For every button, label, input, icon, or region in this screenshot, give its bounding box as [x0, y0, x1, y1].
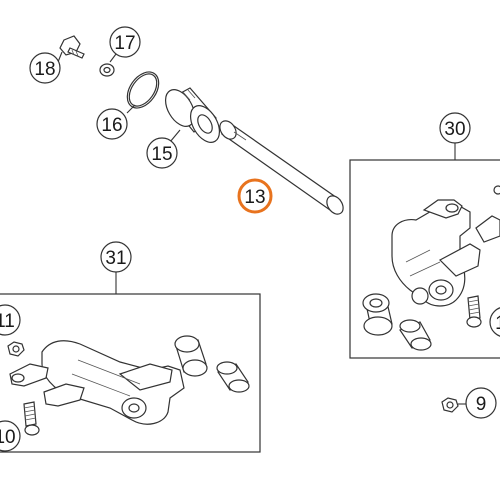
callout-31[interactable]: 31 — [100, 241, 132, 294]
callout-10-left[interactable]: 10 — [0, 420, 21, 452]
callout-9[interactable]: 9 — [458, 387, 497, 419]
callout-17-label: 17 — [114, 33, 135, 54]
callout-16[interactable]: 16 — [96, 104, 136, 140]
callout-13-label: 13 — [244, 187, 265, 208]
callout-30[interactable]: 30 — [439, 112, 471, 160]
callout-11-left-label: 11 — [0, 311, 15, 332]
part-nut-9[interactable] — [441, 397, 459, 413]
callout-15[interactable]: 15 — [146, 129, 181, 169]
part-washer-17[interactable] — [99, 63, 115, 77]
adjuster-bolt-30[interactable] — [466, 295, 482, 328]
callout-30-label: 30 — [444, 119, 465, 140]
callout-11-left[interactable]: 11 — [0, 304, 21, 336]
rocker-arm-31[interactable] — [9, 340, 185, 425]
frame-assembly-31 — [0, 293, 261, 453]
roller-30[interactable] — [362, 293, 393, 336]
callout-31-label: 31 — [105, 248, 126, 269]
part-bolt-18[interactable] — [59, 35, 85, 59]
callout-11-right[interactable]: 11 — [489, 307, 500, 337]
part-bushing-15[interactable] — [160, 85, 226, 148]
part-oring-16[interactable] — [121, 66, 165, 114]
roller-31[interactable] — [174, 335, 208, 377]
callout-18-label: 18 — [34, 59, 55, 80]
rocker-arm-30[interactable] — [391, 199, 500, 307]
sleeve-30[interactable] — [399, 319, 432, 351]
sleeve-31[interactable] — [216, 361, 250, 393]
small-screw-30[interactable] — [493, 185, 500, 195]
part-nut-11-left[interactable] — [7, 341, 25, 357]
callout-15-label: 15 — [151, 144, 172, 165]
callout-13[interactable]: 13 — [237, 178, 273, 214]
part-shaft-13[interactable] — [217, 118, 347, 217]
callout-9-label: 9 — [476, 394, 487, 415]
frame-assembly-30 — [349, 159, 500, 359]
callout-18[interactable]: 18 — [29, 51, 63, 84]
callout-16-label: 16 — [101, 115, 122, 136]
part-bolt-10[interactable] — [23, 401, 40, 436]
callout-11-right-label: 11 — [495, 313, 500, 334]
callout-10-left-label: 10 — [0, 427, 16, 448]
callout-17[interactable]: 17 — [109, 26, 141, 63]
